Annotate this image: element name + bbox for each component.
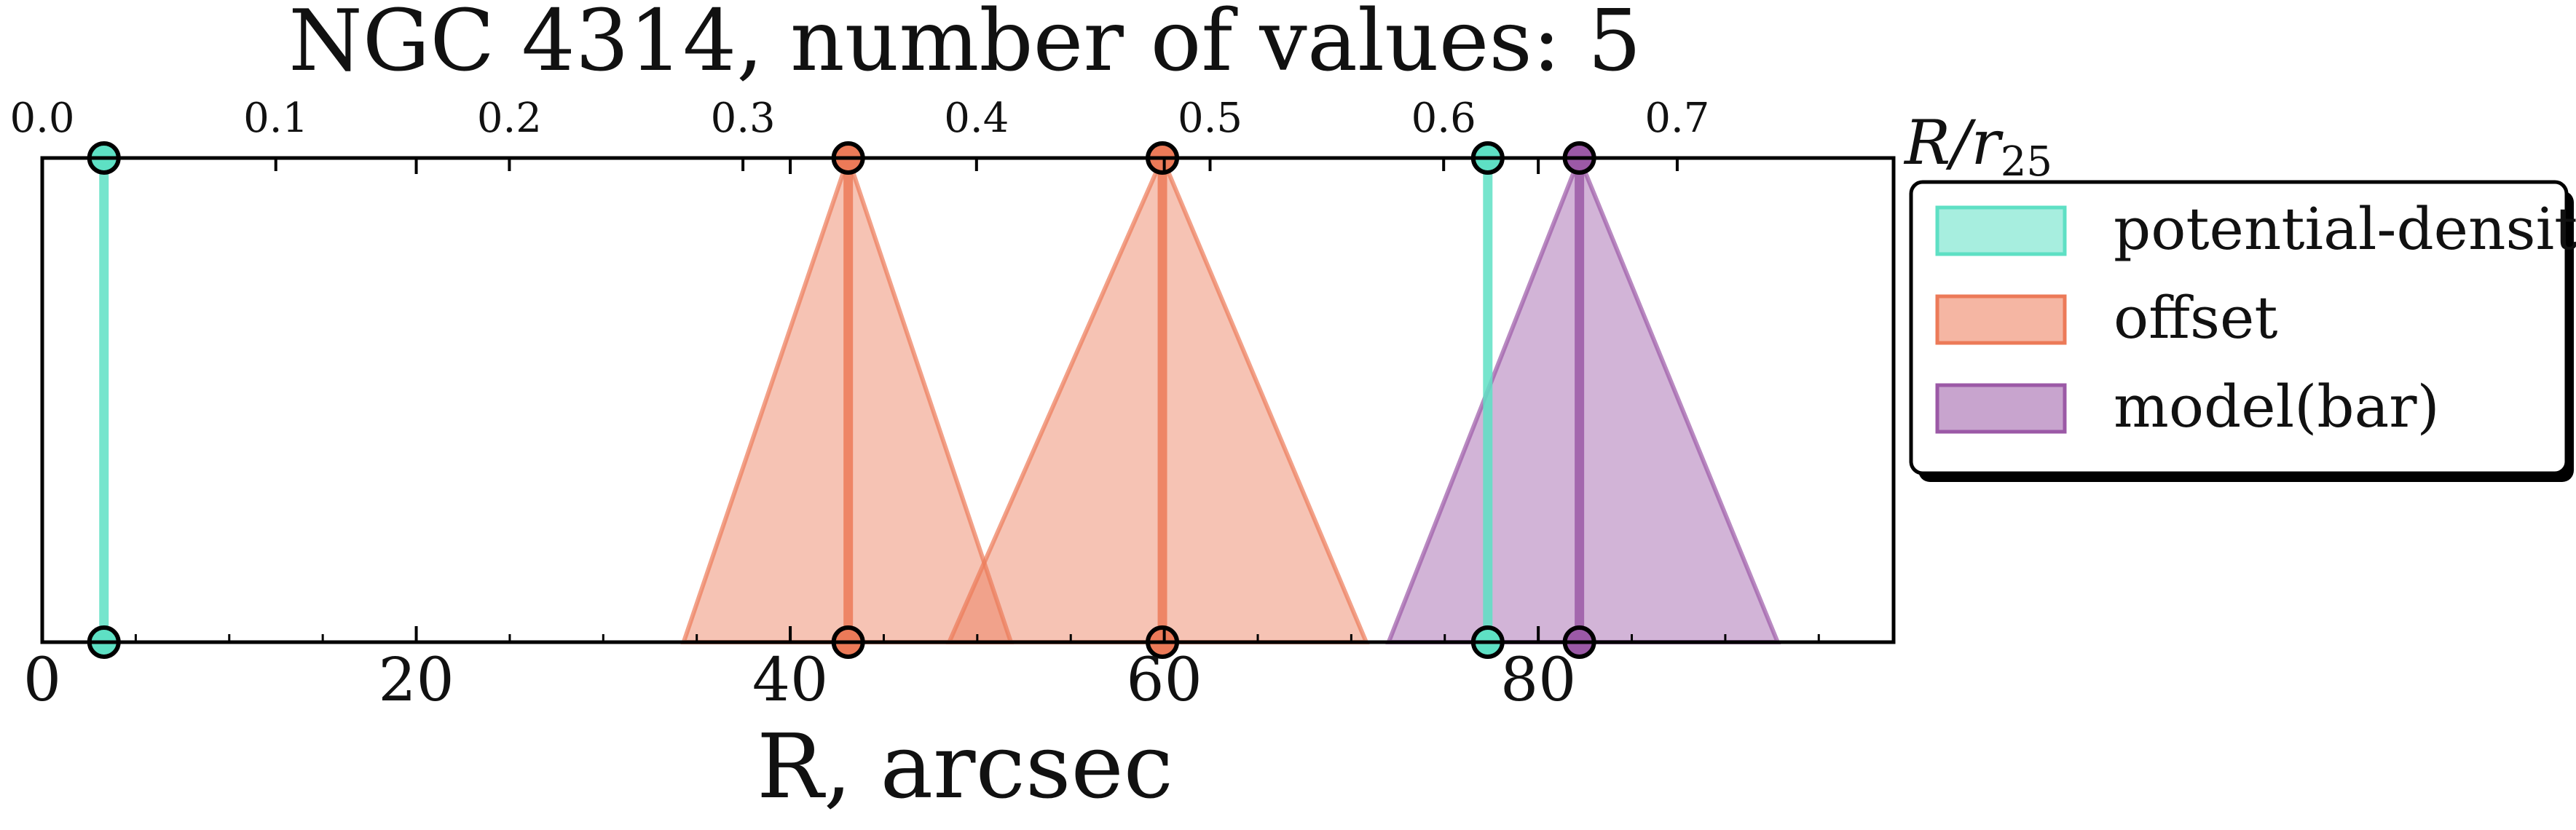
legend-box xyxy=(1909,180,2569,475)
top-axis-label: R/r25 xyxy=(1903,107,2052,186)
x-tick-label: 0 xyxy=(23,646,61,715)
legend-swatch xyxy=(1935,383,2067,434)
x-tick-label: 20 xyxy=(378,646,454,715)
x-tick-label: 40 xyxy=(752,646,828,715)
legend-swatch xyxy=(1935,294,2067,345)
top-tick-label: 0.4 xyxy=(944,95,1009,142)
top-axis-label-main: R/r xyxy=(1903,107,2004,178)
chart-title: NGC 4314, number of values: 5 xyxy=(288,0,1641,90)
top-tick-label: 0.5 xyxy=(1178,95,1242,142)
legend-label: potential-density xyxy=(2114,195,2576,263)
top-tick-label: 0.7 xyxy=(1645,95,1709,142)
top-tick-label: 0.3 xyxy=(711,95,776,142)
x-axis-bottom: 0 20 40 60 80 xyxy=(23,158,1820,715)
legend-label: model(bar) xyxy=(2114,373,2440,440)
top-axis-label-subscript: 25 xyxy=(2001,138,2052,186)
x-tick-label: 80 xyxy=(1500,646,1576,715)
x-tick-label: 60 xyxy=(1126,646,1202,715)
x-axis-top: 0.0 0.1 0.2 0.3 0.4 0.5 0.6 0.7 xyxy=(9,95,1709,171)
legend-label: offset xyxy=(2114,284,2278,352)
legend-swatch xyxy=(1935,205,2067,256)
legend: potential-density offset model(bar) xyxy=(1909,180,2576,482)
top-tick-label: 0.1 xyxy=(243,95,308,142)
top-tick-label: 0.2 xyxy=(477,95,542,142)
plot-frame xyxy=(40,156,1896,644)
x-axis-label: R, arcsec xyxy=(757,715,1173,818)
top-tick-label: 0.0 xyxy=(9,95,74,142)
top-tick-label: 0.6 xyxy=(1411,95,1476,142)
